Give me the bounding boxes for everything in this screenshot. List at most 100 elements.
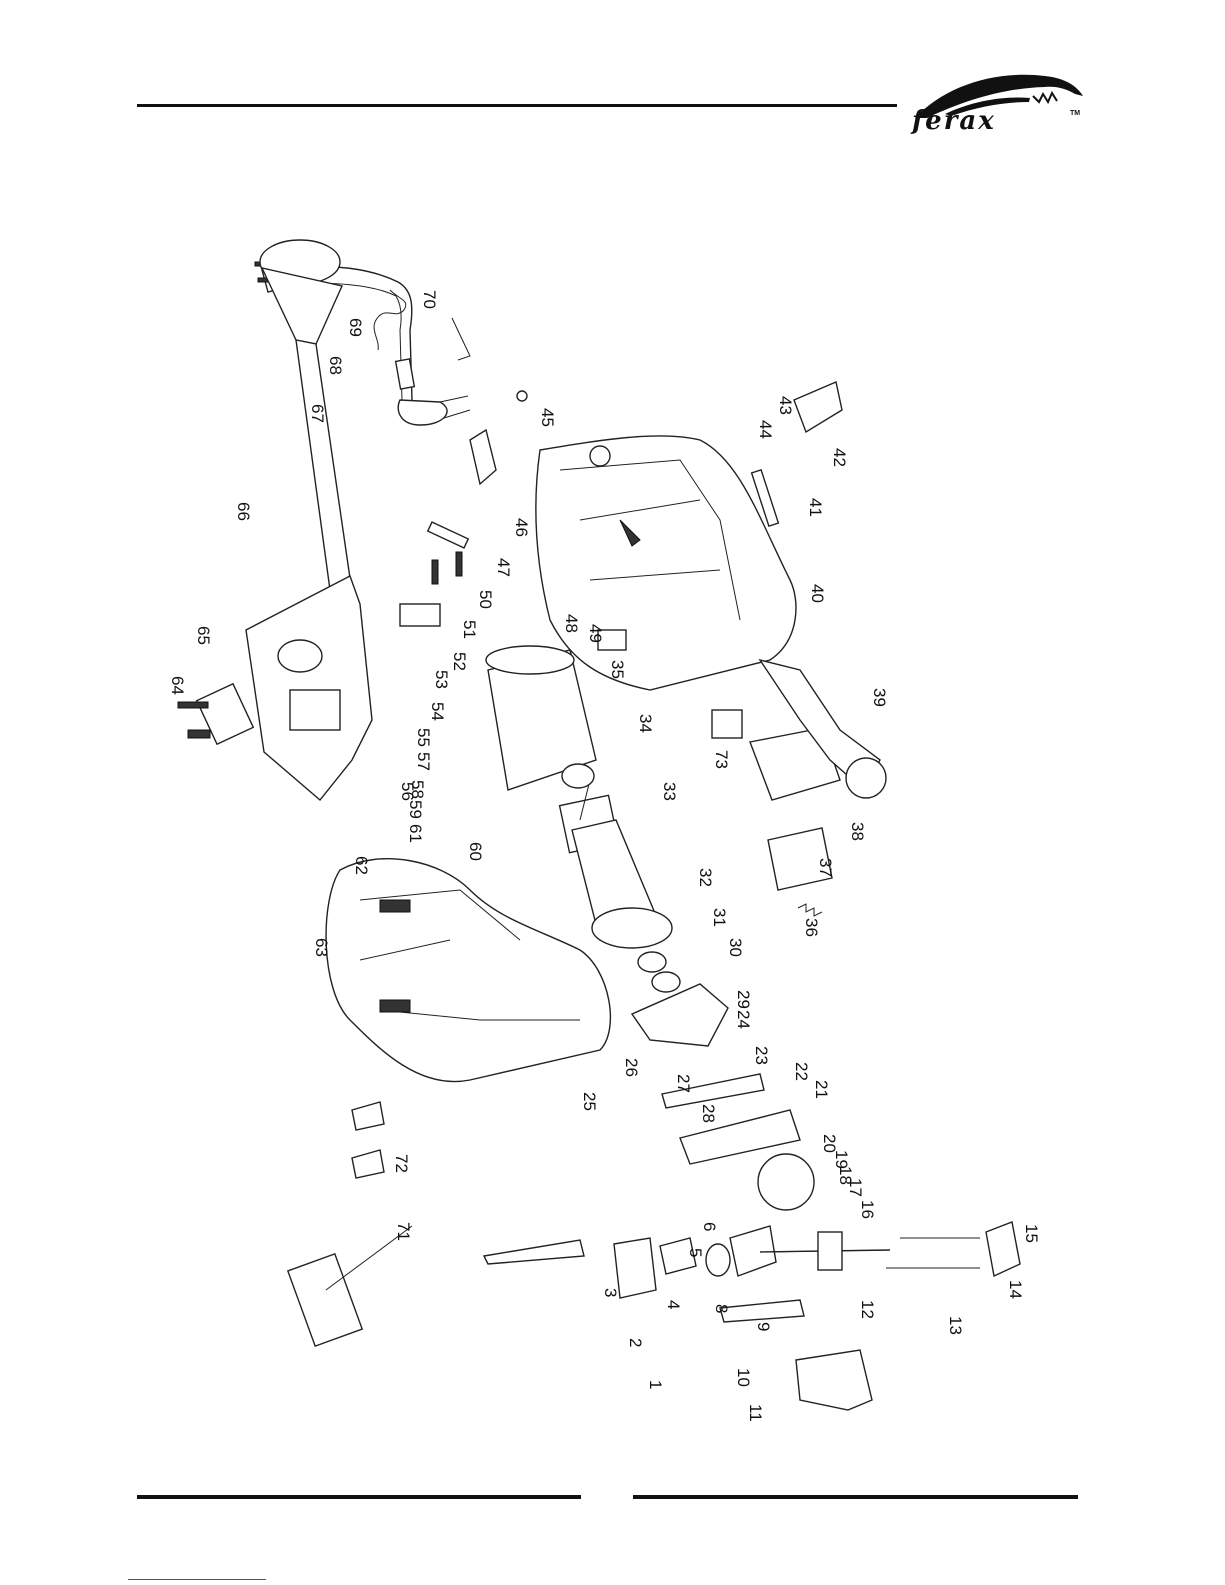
callout-62: 62 <box>352 856 371 875</box>
callout-23: 23 <box>752 1046 771 1065</box>
callout-54: 54 <box>428 702 447 721</box>
callout-4: 4 <box>664 1300 683 1309</box>
callout-44: 44 <box>756 420 775 439</box>
callout-47: 47 <box>494 558 513 577</box>
scale-ruler <box>288 1254 362 1346</box>
dust-extraction-adapter <box>260 240 352 592</box>
brush-cover <box>428 522 468 548</box>
washer <box>652 972 680 992</box>
support-lever <box>720 1300 804 1322</box>
screw <box>178 702 208 708</box>
screw <box>432 560 438 584</box>
callout-20: 20 <box>820 1134 839 1153</box>
callout-55: 55 <box>414 728 433 747</box>
foot-cap <box>352 1150 384 1178</box>
gear-housing <box>632 984 728 1046</box>
callout-65: 65 <box>194 626 213 645</box>
callout-64: 64 <box>168 676 187 695</box>
clamp-block <box>730 1226 776 1276</box>
brush-holder <box>400 604 440 626</box>
rod-holder <box>986 1222 1020 1276</box>
callout-16: 16 <box>858 1200 877 1219</box>
callout-32: 32 <box>696 868 715 887</box>
bearing <box>638 952 666 972</box>
armature <box>560 780 672 948</box>
callout-21: 21 <box>812 1080 831 1099</box>
callout-39: 39 <box>870 688 889 707</box>
callout-43: 43 <box>776 396 795 415</box>
callout-73: 73 <box>712 750 731 769</box>
callout-42: 42 <box>830 448 849 467</box>
callout-28: 28 <box>699 1104 718 1123</box>
callout-24: 24 <box>734 1010 753 1029</box>
callout-53: 53 <box>432 670 451 689</box>
callout-11: 11 <box>746 1404 765 1422</box>
bushing <box>706 1244 730 1276</box>
callout-67: 67 <box>308 404 327 423</box>
callout-70: 70 <box>420 290 439 309</box>
foot-cap <box>352 1102 384 1130</box>
spring <box>798 904 822 916</box>
callout-60: 60 <box>466 842 485 861</box>
callout-26: 26 <box>622 1058 641 1077</box>
callout-37: 37 <box>816 858 835 877</box>
callout-38: 38 <box>848 822 867 841</box>
callout-40: 40 <box>808 584 827 603</box>
callout-3: 3 <box>601 1288 620 1297</box>
callout-59: 59 <box>406 800 425 819</box>
callout-35: 35 <box>608 660 627 679</box>
callout-50: 50 <box>476 590 495 609</box>
callout-8: 8 <box>712 1304 731 1313</box>
callout-69: 69 <box>346 318 365 337</box>
callout-14: 14 <box>1006 1280 1025 1299</box>
callout-72: 72 <box>392 1154 411 1173</box>
callout-48: 48 <box>562 614 581 633</box>
base-plate <box>246 576 372 800</box>
callout-34: 34 <box>636 714 655 733</box>
callout-57: 57 <box>414 752 433 771</box>
footer-rule-right <box>633 1495 1078 1499</box>
callout-61: 61 <box>406 824 425 843</box>
callout-46: 46 <box>512 518 531 537</box>
link-underline <box>128 1579 266 1580</box>
callout-68: 68 <box>326 356 345 375</box>
callout-29: 29 <box>734 990 753 1009</box>
callout-5: 5 <box>686 1248 705 1257</box>
saw-blade <box>484 1240 584 1264</box>
callout-45: 45 <box>538 408 557 427</box>
lever-knob <box>794 382 842 432</box>
callout-52: 52 <box>450 652 469 671</box>
callout-51: 51 <box>460 620 479 639</box>
screw <box>456 552 462 576</box>
callout-31: 31 <box>710 908 729 927</box>
callout-41: 41 <box>806 498 825 517</box>
callout-10: 10 <box>734 1368 753 1387</box>
callout-27: 27 <box>674 1074 693 1093</box>
callout-2: 2 <box>626 1338 645 1347</box>
bearing <box>562 764 594 788</box>
callout-58: 58 <box>408 780 427 799</box>
clip <box>470 430 496 484</box>
callout-25: 25 <box>580 1092 599 1111</box>
callout-66: 66 <box>234 502 253 521</box>
connector <box>712 710 742 738</box>
callout-63: 63 <box>312 938 331 957</box>
callout-15: 15 <box>1022 1224 1041 1243</box>
washer <box>517 391 527 401</box>
callout-1: 1 <box>646 1380 665 1389</box>
blade-guard <box>796 1350 872 1410</box>
callout-13: 13 <box>946 1316 965 1335</box>
guide-block <box>818 1232 842 1270</box>
footer-rule-left <box>137 1495 581 1499</box>
screw <box>188 730 210 738</box>
drive-gear <box>758 1154 814 1210</box>
hex-key <box>452 318 470 360</box>
callout-49: 49 <box>586 624 605 643</box>
callout-30: 30 <box>726 938 745 957</box>
callout-12: 12 <box>858 1300 877 1319</box>
callout-22: 22 <box>792 1062 811 1081</box>
callout-71: 71 <box>394 1222 413 1241</box>
callout-36: 36 <box>802 918 821 937</box>
callout-33: 33 <box>660 782 679 801</box>
